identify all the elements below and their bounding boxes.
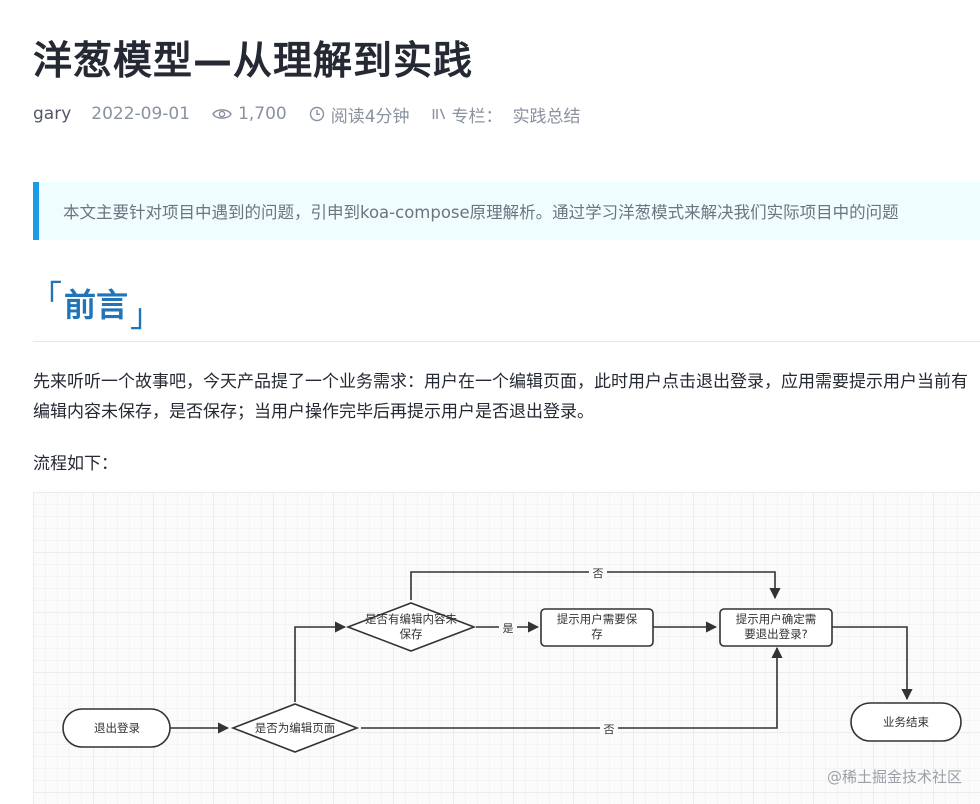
label-logout: 退出登录 xyxy=(94,721,140,735)
date-text: 2022-09-01 xyxy=(91,104,191,124)
node-has-unsaved xyxy=(345,602,477,652)
summary-quote: 本文主要针对项目中遇到的问题，引申到koa-compose原理解析。通过学习洋葱… xyxy=(33,182,980,240)
heading-bracket-left: 「 xyxy=(30,278,63,316)
eye-icon xyxy=(212,107,232,121)
column-name[interactable]: 实践总结 xyxy=(512,106,581,127)
label-prompt-save-2: 存 xyxy=(591,627,603,641)
label-confirm-1: 提示用户确定需 xyxy=(736,612,817,626)
column-icon xyxy=(432,107,446,121)
read-time-text: 阅读4分钟 xyxy=(330,106,410,127)
watermark: @稀土掘金技术社区 xyxy=(826,768,962,786)
section-heading-text: 前言 xyxy=(64,286,129,324)
clock-icon xyxy=(309,106,325,122)
edge-label-no-bottom: 否 xyxy=(604,723,615,736)
label-is-edit-page: 是否为编辑页面 xyxy=(255,721,336,735)
node-confirm-logout xyxy=(719,608,833,647)
label-confirm-2: 要退出登录? xyxy=(744,627,808,641)
edge-confirm-to-end xyxy=(832,626,913,701)
label-has-unsaved-2: 保存 xyxy=(400,627,423,641)
edge-label-bg-no-bottom xyxy=(600,722,618,735)
publish-date: 2022-09-01 xyxy=(91,104,190,124)
paragraph-flow-intro: 流程如下： xyxy=(33,454,118,474)
paragraph-story: 先来听听一个故事吧，今天产品提了一个业务需求：用户在一个编辑页面，此时用户点击退… xyxy=(33,372,968,422)
grid-lines xyxy=(33,492,980,804)
node-is-edit-page xyxy=(230,703,360,753)
flowchart-image: 退出登录 是否为编辑页面 是否有编辑内容未 保存 提示用户需要保 存 提示用户确… xyxy=(33,492,980,804)
article-meta: gary 2022-09-01 1,700 阅读4分钟 专栏： 实践总结 xyxy=(33,102,603,127)
label-end: 业务结束 xyxy=(883,715,929,729)
node-logout xyxy=(62,708,171,748)
edge-check-to-unsaved xyxy=(294,621,347,702)
view-count-text: 1,700 xyxy=(238,104,287,124)
view-count: 1,700 xyxy=(212,104,287,124)
summary-text: 本文主要针对项目中遇到的问题，引申到koa-compose原理解析。通过学习洋葱… xyxy=(63,203,899,222)
read-time: 阅读4分钟 xyxy=(309,102,410,127)
edge-label-bg-no-top xyxy=(589,566,607,579)
heading-divider xyxy=(33,341,980,342)
flowchart-svg: 退出登录 是否为编辑页面 是否有编辑内容未 保存 提示用户需要保 存 提示用户确… xyxy=(33,492,980,804)
label-prompt-save-1: 提示用户需要保 xyxy=(557,612,638,626)
edge-label-bg-yes xyxy=(499,621,517,634)
column-label: 专栏： xyxy=(451,106,503,127)
edge-label-yes: 是 xyxy=(503,622,514,635)
author-name[interactable]: gary xyxy=(33,104,72,124)
edge-no-bottom xyxy=(361,646,783,729)
node-end xyxy=(850,702,962,742)
heading-bracket-right: 」 xyxy=(130,296,163,334)
edge-label-no-top: 否 xyxy=(593,567,604,580)
node-prompt-save xyxy=(540,608,654,647)
column-info[interactable]: 专栏： 实践总结 xyxy=(432,102,581,127)
article-title: 洋葱模型—从理解到实践 xyxy=(33,39,474,84)
label-has-unsaved-1: 是否有编辑内容未 xyxy=(365,612,457,626)
section-heading: 「 前言 」 xyxy=(30,278,162,334)
